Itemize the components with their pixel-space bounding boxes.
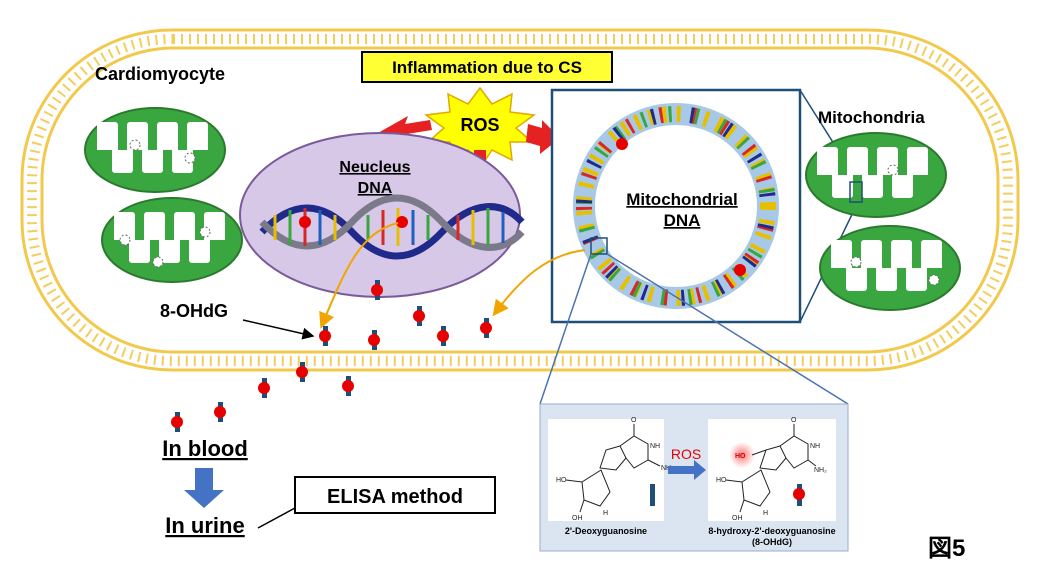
banner-text: Inflammation due to CS [392,58,582,77]
ohdg-structure [725,424,817,513]
svg-text:H: H [763,510,768,517]
ohdg-molecules [171,280,492,432]
marker-pointer [242,319,315,340]
deoxyguanosine-structure [565,424,661,513]
inflammation-banner: Inflammation due to CS [361,51,613,83]
product-abbr-label: (8-OHdG) [752,537,792,547]
reaction-arrow [668,460,706,480]
substrate-card [548,419,664,521]
svg-text:H: H [603,510,608,517]
mitochondrion-right-top [805,132,947,218]
nucleus-label-line1: Neucleus [339,159,410,176]
nucleus-label-line2: DNA [358,180,393,197]
nuclear-dna-helix [259,194,525,260]
svg-text:O: O [631,417,637,424]
product-atom-labels: HO O NH NH₂ HO OH H [716,417,827,522]
ohdg-icon [480,318,492,338]
svg-text:O: O [791,417,797,424]
mitochondrion-left-bottom [101,197,243,283]
release-path-nucleus [319,222,399,329]
elisa-method-box: ELISA method [294,476,496,514]
figure-label: 図5 [928,535,965,562]
ohdg-icon [371,280,383,300]
ohdg-icon [171,412,183,432]
ohdg-icon [296,362,308,382]
reaction-zoom-right [606,253,849,405]
mito-dna-box: Mitochondrial DNA [550,88,802,324]
svg-text:OH: OH [572,515,583,522]
product-label: 8-hydroxy-2'-deoxyguanosine [708,526,835,536]
svg-text:NH₂: NH₂ [814,467,827,474]
ros-label: ROS [460,115,499,135]
guanosine-icon [650,484,655,506]
substrate-label: 2'-Deoxyguanosine [565,526,647,536]
svg-text:HO: HO [735,453,746,460]
ohdg-icon-product [793,484,805,506]
nucleus: Neucleus DNA [239,132,525,298]
mitochondria-label: Mitochondria [818,108,925,127]
ohdg-icon [368,330,380,350]
mito-dna-label-line2: DNA [664,211,701,230]
zoom-source-box [590,237,608,255]
mitochondrion-left-top [84,107,226,193]
cell-membrane [20,28,1020,372]
zoom-target-box [849,181,863,203]
ohdg-icon [214,402,226,422]
urine-label: In urine [165,513,244,538]
ohdg-icon [258,378,270,398]
mito-dna-label-line1: Mitochondrial [626,190,737,209]
svg-text:NH₂: NH₂ [661,465,674,472]
svg-text:HO: HO [716,477,727,484]
svg-text:OH: OH [732,515,743,522]
release-path-mito [492,249,586,317]
ros-arrow-right [526,120,560,154]
ohdg-icon [342,376,354,396]
reaction-zoom-left [539,253,592,405]
ohdg-icon [437,326,449,346]
reaction-arrow-label: ROS [671,446,701,462]
elisa-method-label: ELISA method [327,486,463,508]
cell-label: Cardiomyocyte [95,64,225,84]
method-connector [257,507,296,529]
mitochondrion-right-bottom [819,225,961,311]
ohdg-icon [319,326,331,346]
mito-dna-damage [616,138,746,276]
ohdg-icon [413,306,425,326]
substrate-atom-labels: O NH NH₂ HO OH H [556,417,674,522]
flow-arrow-down [184,468,224,508]
reaction-panel: O NH NH₂ HO OH H ROS HO O NH NH₂ [539,403,849,552]
blood-label: In blood [162,436,248,461]
hydroxyl-halo [729,442,755,468]
svg-text:NH: NH [650,443,660,450]
dna-damage-burst [299,216,408,228]
marker-label: 8-OHdG [160,301,228,321]
svg-text:HO: HO [556,477,567,484]
svg-text:NH: NH [810,443,820,450]
